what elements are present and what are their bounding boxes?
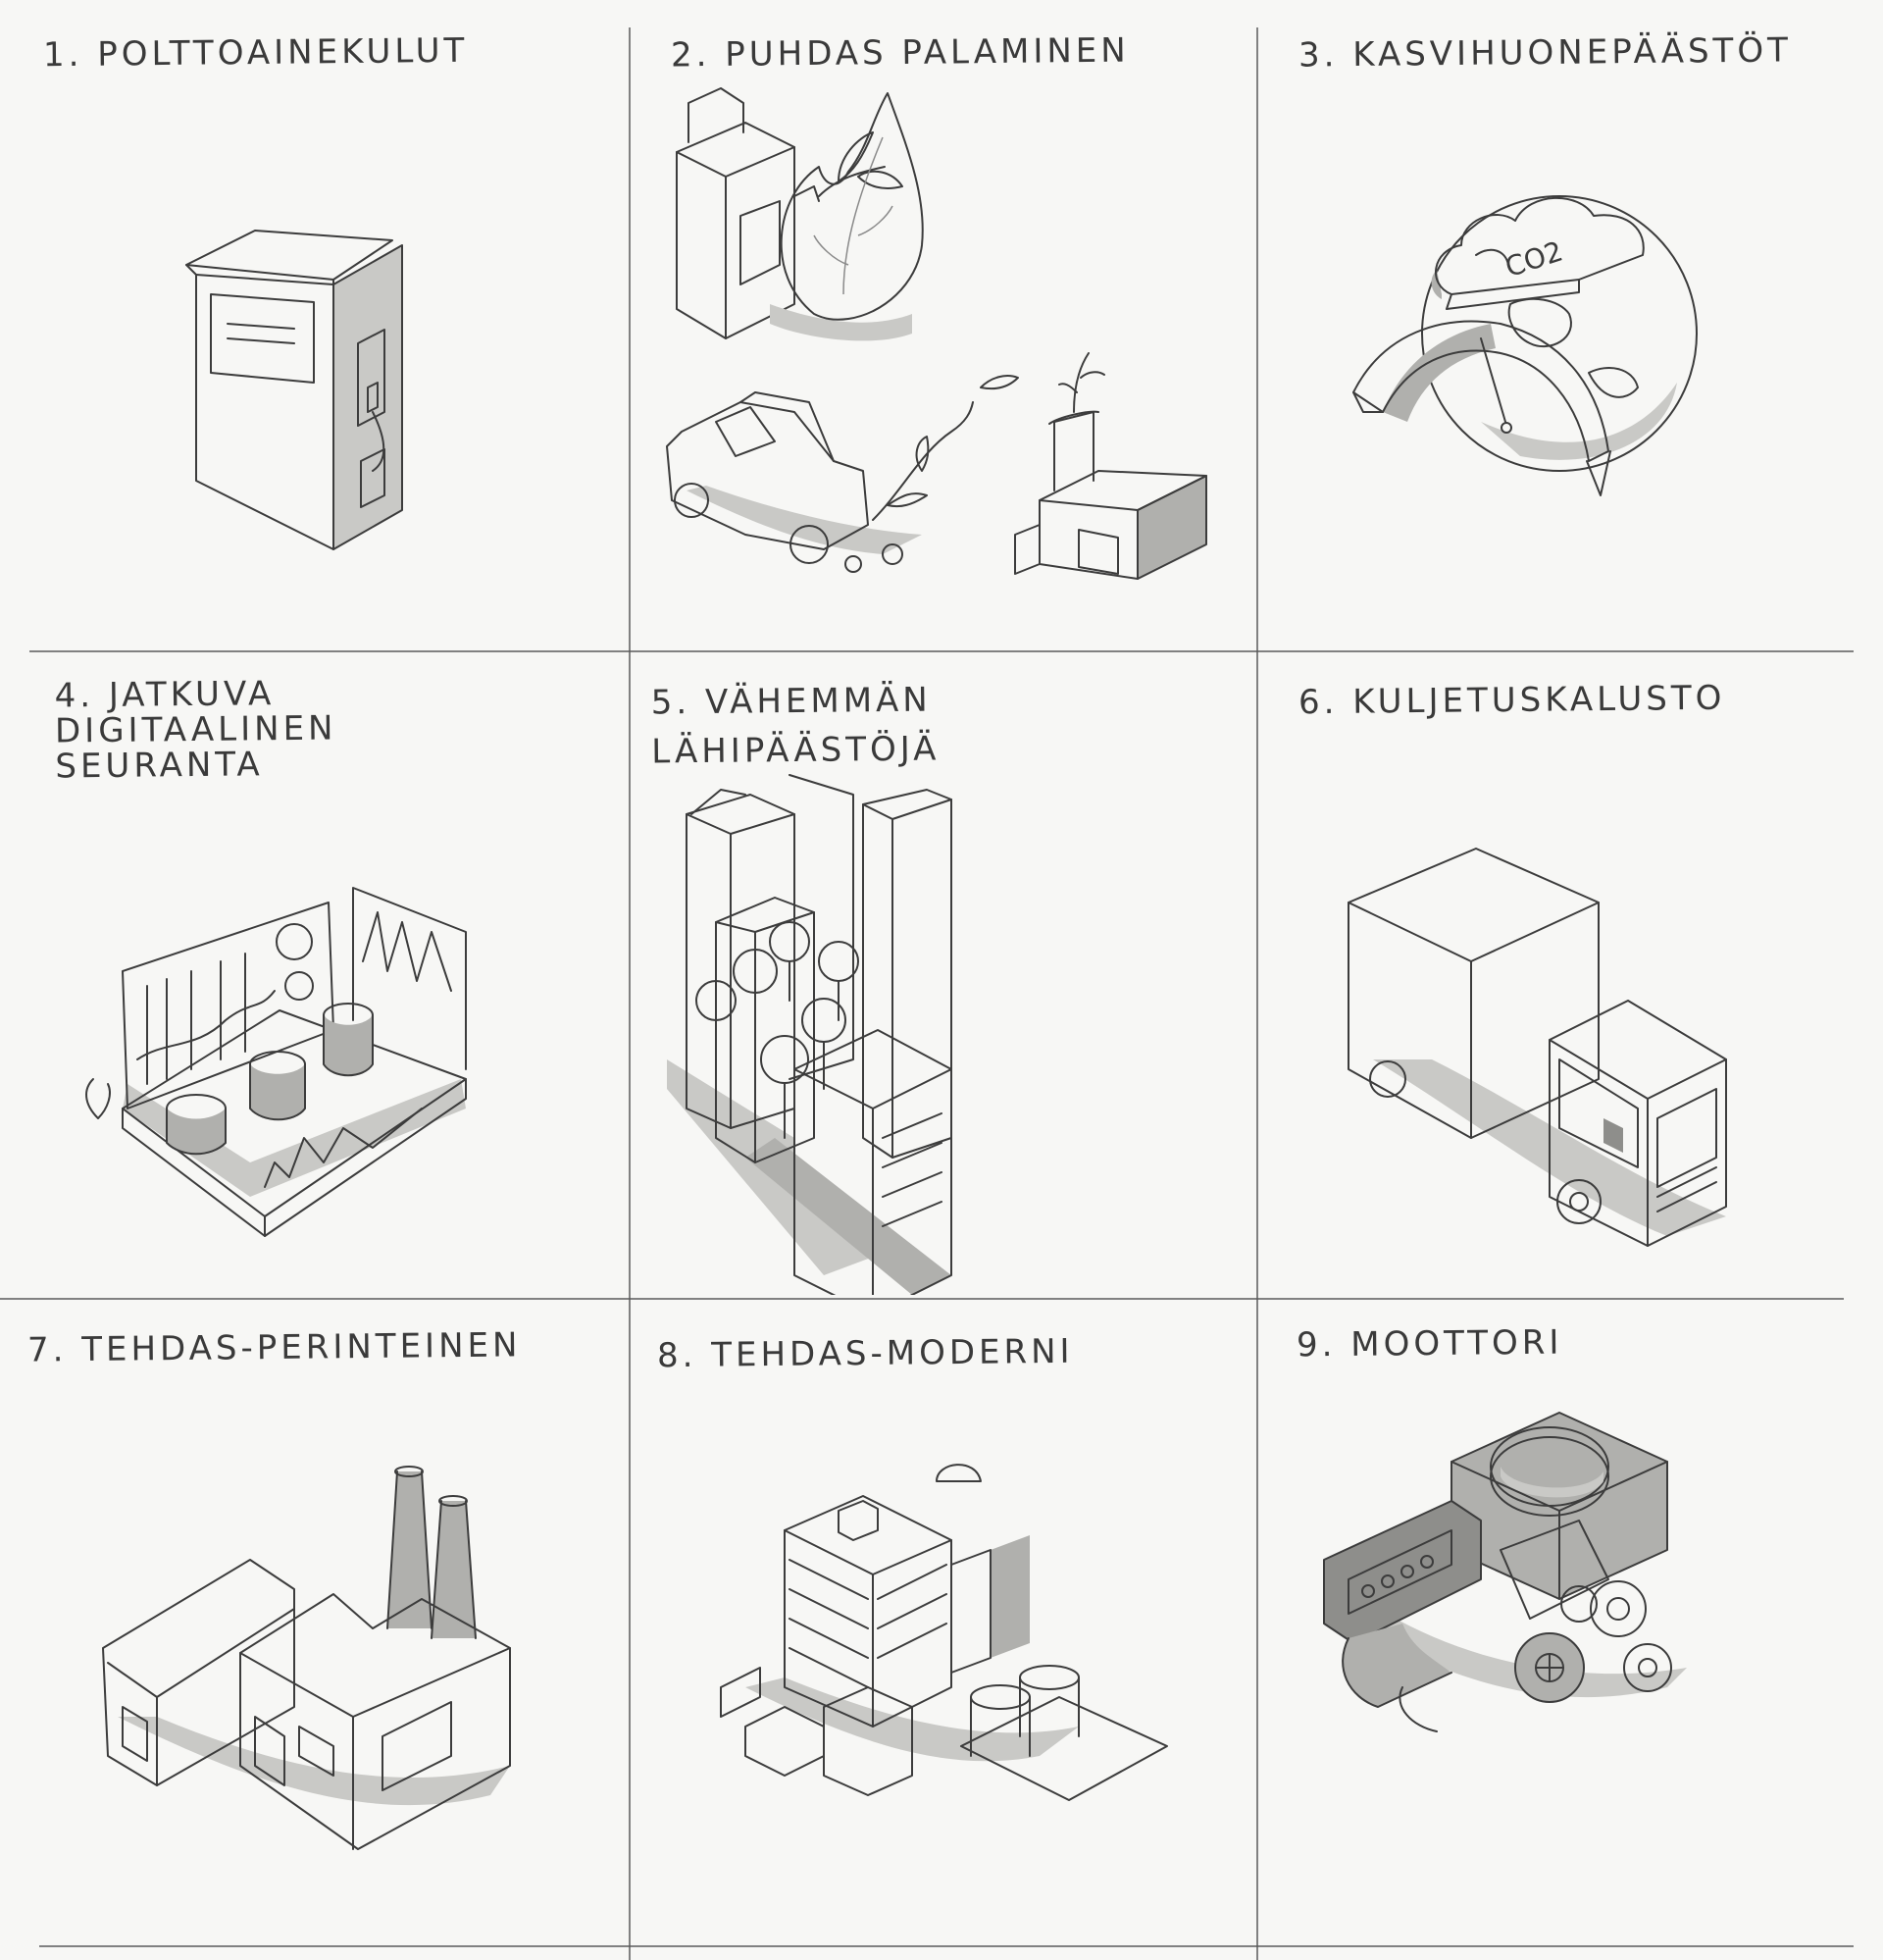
panel-clean-combustion: 2. PUHDAS PALAMINEN (628, 0, 1255, 647)
grid-line-horizontal-2 (0, 1298, 1844, 1300)
panel-transport-fleet: 6. KULJETUSKALUSTO (1255, 647, 1883, 1295)
grid-line-horizontal-3 (39, 1945, 1854, 1947)
grid-line-horizontal-1 (29, 650, 1854, 652)
city-trees-icon (667, 647, 1255, 1295)
globe-co2-gauge-icon: CO2 (1255, 0, 1883, 647)
truck-icon (1255, 647, 1883, 1295)
panel-modern-factory: 8. TEHDAS-MODERNI (628, 1295, 1255, 1942)
panel-greenhouse-emissions: 3. KASVIHUONEPÄÄSTÖT CO2 (1255, 0, 1883, 647)
panel-fewer-local-emissions: 5. VÄHEMMÄN LÄHIPÄÄSTÖJÄ (628, 647, 1255, 1295)
co2-badge: CO2 (1501, 234, 1567, 284)
fuel-pump-icon (0, 0, 628, 647)
modern-factory-icon (628, 1295, 1255, 1942)
traditional-factory-icon (0, 1295, 628, 1942)
clean-combustion-icon (628, 0, 1255, 647)
panel-traditional-factory: 7. TEHDAS-PERINTEINEN (0, 1295, 628, 1942)
panel-digital-monitoring: 4. JATKUVA DIGITAALINEN SEURANTA (0, 647, 628, 1295)
panel-fuel-costs: 1. POLTTOAINEKULUT (0, 0, 628, 647)
grid-line-vertical-1 (629, 27, 631, 1960)
monitoring-dashboard-icon (0, 647, 628, 1295)
engine-icon (1255, 1295, 1687, 1942)
grid-line-vertical-2 (1256, 27, 1258, 1960)
panel-engine: 9. MOOTTORI (1255, 1295, 1883, 1942)
